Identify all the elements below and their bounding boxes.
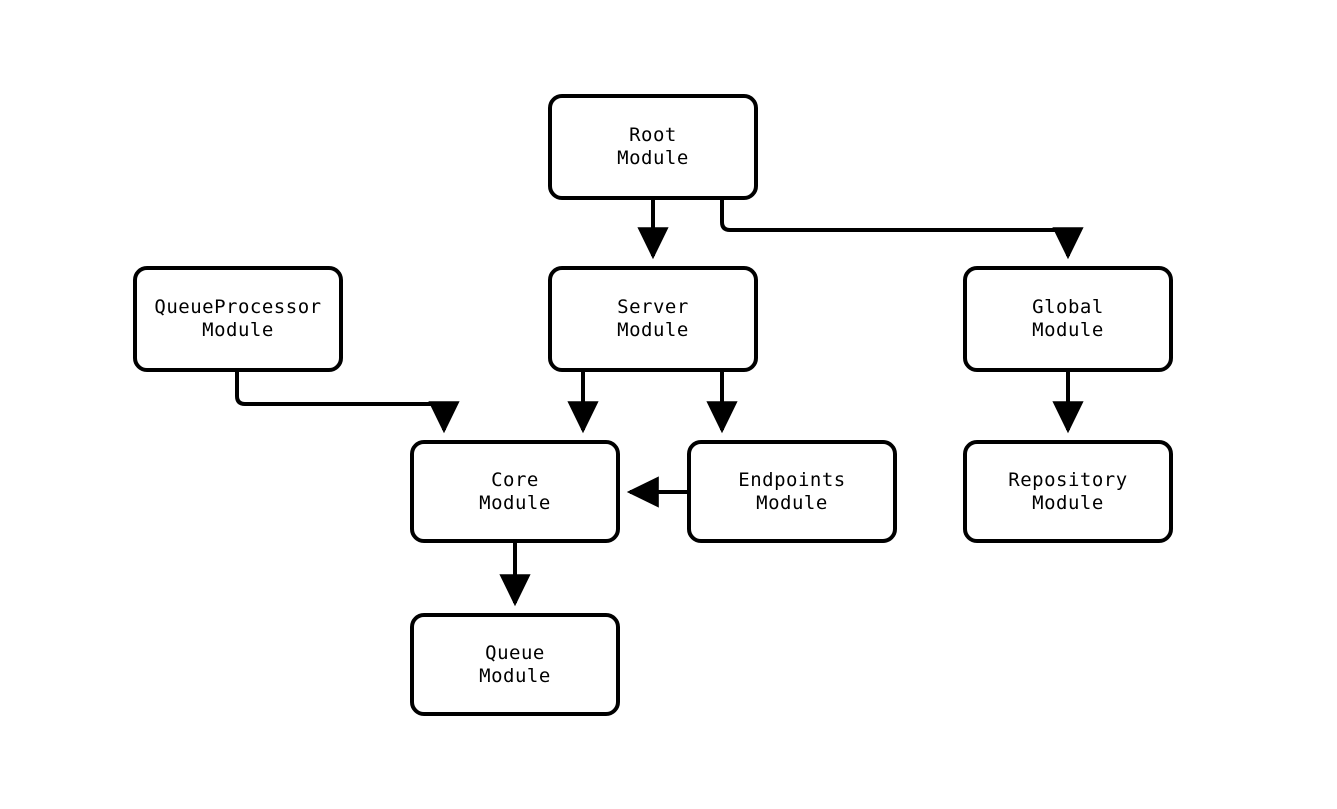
node-queue-module[interactable]: Queue Module xyxy=(410,613,620,716)
node-server-module[interactable]: Server Module xyxy=(548,266,758,372)
edge-queueprocessor-to-core xyxy=(235,372,460,434)
node-global-module-line1: Global xyxy=(1032,296,1104,318)
node-repository-module-line1: Repository xyxy=(1008,468,1128,491)
edge-root-to-global xyxy=(720,200,1084,260)
node-endpoints-module-line1: Endpoints xyxy=(738,468,846,491)
node-root-module-line1: Root xyxy=(629,124,677,146)
node-root-module-line2: Module xyxy=(617,147,689,169)
node-core-module-line1: Core xyxy=(491,468,539,491)
node-root-module[interactable]: Root Module xyxy=(548,94,758,200)
node-endpoints-module[interactable]: Endpoints Module xyxy=(687,440,897,543)
node-queueprocessor-module-line2: Module xyxy=(202,319,274,341)
node-queueprocessor-module[interactable]: QueueProcessor Module xyxy=(133,266,343,372)
node-repository-module[interactable]: Repository Module xyxy=(963,440,1173,543)
node-core-module-line2: Module xyxy=(479,491,551,514)
node-queue-module-line1: Queue xyxy=(485,641,545,664)
node-global-module-line2: Module xyxy=(1032,319,1104,341)
node-endpoints-module-line2: Module xyxy=(756,491,828,514)
node-queueprocessor-module-line1: QueueProcessor xyxy=(154,296,322,318)
node-global-module[interactable]: Global Module xyxy=(963,266,1173,372)
node-core-module[interactable]: Core Module xyxy=(410,440,620,543)
node-repository-module-line2: Module xyxy=(1032,491,1104,514)
node-server-module-line2: Module xyxy=(617,319,689,341)
node-queue-module-line2: Module xyxy=(479,664,551,687)
node-server-module-line1: Server xyxy=(617,296,689,318)
